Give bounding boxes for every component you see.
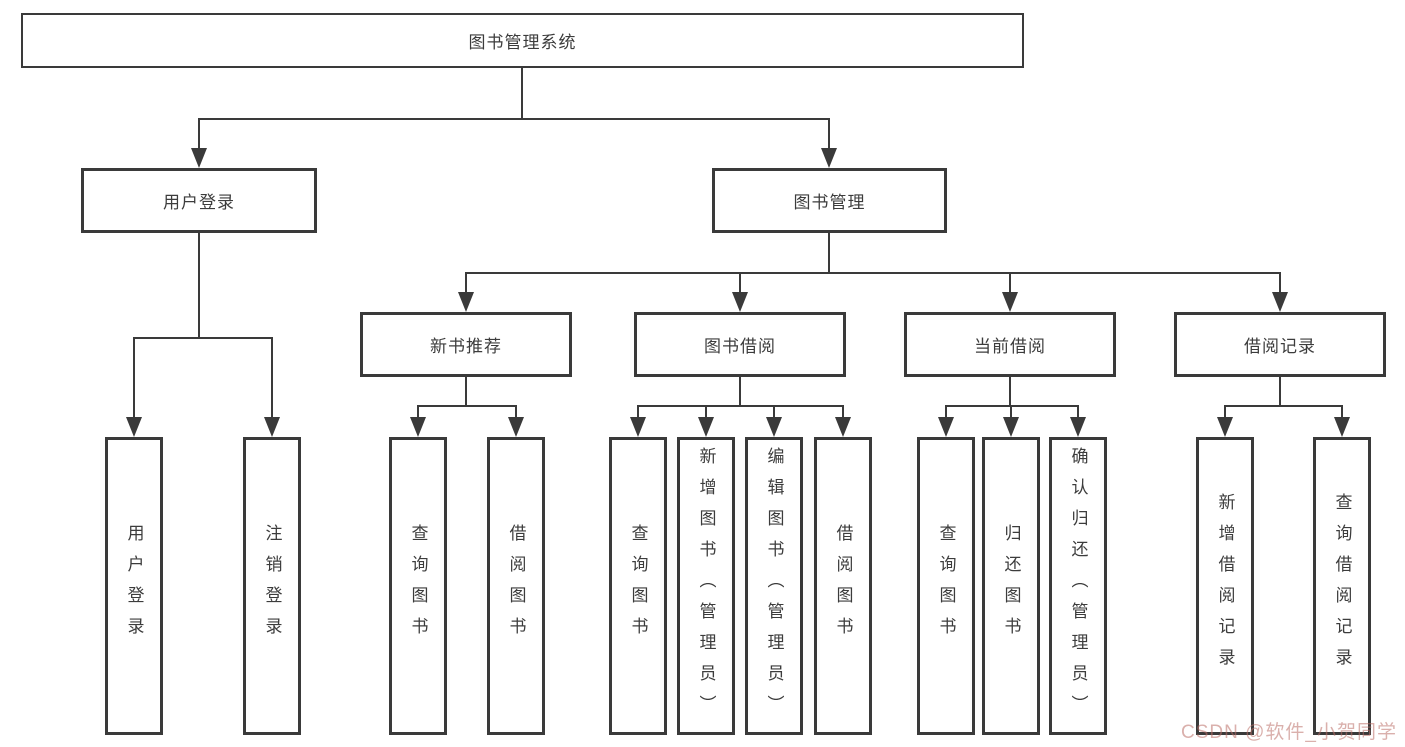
leaf-label: 查询借阅记录 <box>1332 493 1352 679</box>
arrow-down-icon <box>1003 417 1019 437</box>
connector <box>637 405 844 407</box>
arrow-down-icon <box>1334 417 1350 437</box>
arrow-down-icon <box>938 417 954 437</box>
connector <box>828 118 830 150</box>
connector <box>417 405 419 419</box>
node-label: 当前借阅 <box>974 337 1046 356</box>
arrow-down-icon <box>766 417 782 437</box>
arrow-down-icon <box>458 292 474 312</box>
leaf-label: 新增图书（管理员） <box>696 446 716 726</box>
leaf-add-borrow-record: 新增借阅记录 <box>1196 437 1254 735</box>
arrow-down-icon <box>191 148 207 168</box>
arrow-down-icon <box>1002 292 1018 312</box>
connector <box>1009 272 1011 294</box>
leaf-borrow-book: 借阅图书 <box>487 437 545 735</box>
arrow-down-icon <box>508 417 524 437</box>
leaf-logout: 注销登录 <box>243 437 301 735</box>
connector <box>198 233 200 337</box>
connector <box>1010 405 1012 419</box>
leaf-query-book: 查询图书 <box>389 437 447 735</box>
node-new-book-recommend: 新书推荐 <box>360 312 572 377</box>
csdn-watermark: CSDN @软件_小贺同学 <box>1181 722 1397 743</box>
leaf-label: 确认归还（管理员） <box>1068 446 1088 726</box>
leaf-label: 注销登录 <box>262 524 282 648</box>
connector <box>773 405 775 419</box>
leaf-query-book: 查询图书 <box>917 437 975 735</box>
connector <box>271 337 273 419</box>
leaf-return-book: 归还图书 <box>982 437 1040 735</box>
leaf-label: 借阅图书 <box>833 524 853 648</box>
connector <box>739 272 741 294</box>
connector <box>705 405 707 419</box>
connector <box>828 233 830 272</box>
connector <box>1009 377 1011 405</box>
node-book-borrow: 图书借阅 <box>634 312 846 377</box>
connector <box>133 337 273 339</box>
node-current-borrow: 当前借阅 <box>904 312 1116 377</box>
arrow-down-icon <box>698 417 714 437</box>
connector <box>521 68 523 118</box>
node-borrow-record: 借阅记录 <box>1174 312 1386 377</box>
leaf-borrow-book: 借阅图书 <box>814 437 872 735</box>
arrow-down-icon <box>630 417 646 437</box>
leaf-label: 归还图书 <box>1001 524 1021 648</box>
leaf-label: 编辑图书（管理员） <box>764 446 784 726</box>
connector <box>465 272 1281 274</box>
arrow-down-icon <box>732 292 748 312</box>
arrow-down-icon <box>410 417 426 437</box>
arrow-down-icon <box>821 148 837 168</box>
connector <box>945 405 947 419</box>
connector <box>198 118 200 150</box>
node-label: 图书借阅 <box>704 337 776 356</box>
node-label: 借阅记录 <box>1244 337 1316 356</box>
connector <box>842 405 844 419</box>
connector <box>1279 377 1281 405</box>
leaf-label: 查询图书 <box>628 524 648 648</box>
leaf-label: 新增借阅记录 <box>1215 493 1235 679</box>
arrow-down-icon <box>1217 417 1233 437</box>
connector <box>1077 405 1079 419</box>
arrow-down-icon <box>835 417 851 437</box>
connector <box>198 118 830 120</box>
leaf-label: 查询图书 <box>936 524 956 648</box>
connector <box>465 377 467 405</box>
node-label: 新书推荐 <box>430 337 502 356</box>
connector <box>1224 405 1343 407</box>
connector <box>133 337 135 419</box>
connector <box>1224 405 1226 419</box>
leaf-add-book-admin: 新增图书（管理员） <box>677 437 735 735</box>
arrow-down-icon <box>1070 417 1086 437</box>
connector <box>637 405 639 419</box>
leaf-query-borrow-record: 查询借阅记录 <box>1313 437 1371 735</box>
node-root-label: 图书管理系统 <box>468 33 577 52</box>
node-book-manage-label: 图书管理 <box>793 193 866 212</box>
connector <box>515 405 517 419</box>
leaf-query-book: 查询图书 <box>609 437 667 735</box>
arrow-down-icon <box>1272 292 1288 312</box>
node-user-login-label: 用户登录 <box>163 193 235 212</box>
leaf-user-login: 用户登录 <box>105 437 163 735</box>
connector <box>945 405 1079 407</box>
connector <box>465 272 467 294</box>
leaf-confirm-return-admin: 确认归还（管理员） <box>1049 437 1107 735</box>
connector <box>739 377 741 405</box>
connector <box>1279 272 1281 294</box>
node-user-login: 用户登录 <box>81 168 317 233</box>
connector <box>417 405 517 407</box>
node-root: 图书管理系统 <box>21 13 1024 68</box>
connector <box>1341 405 1343 419</box>
leaf-label: 借阅图书 <box>506 524 526 648</box>
arrow-down-icon <box>264 417 280 437</box>
node-book-manage: 图书管理 <box>712 168 947 233</box>
leaf-edit-book-admin: 编辑图书（管理员） <box>745 437 803 735</box>
leaf-label: 查询图书 <box>408 524 428 648</box>
leaf-label: 用户登录 <box>124 524 144 648</box>
arrow-down-icon <box>126 417 142 437</box>
